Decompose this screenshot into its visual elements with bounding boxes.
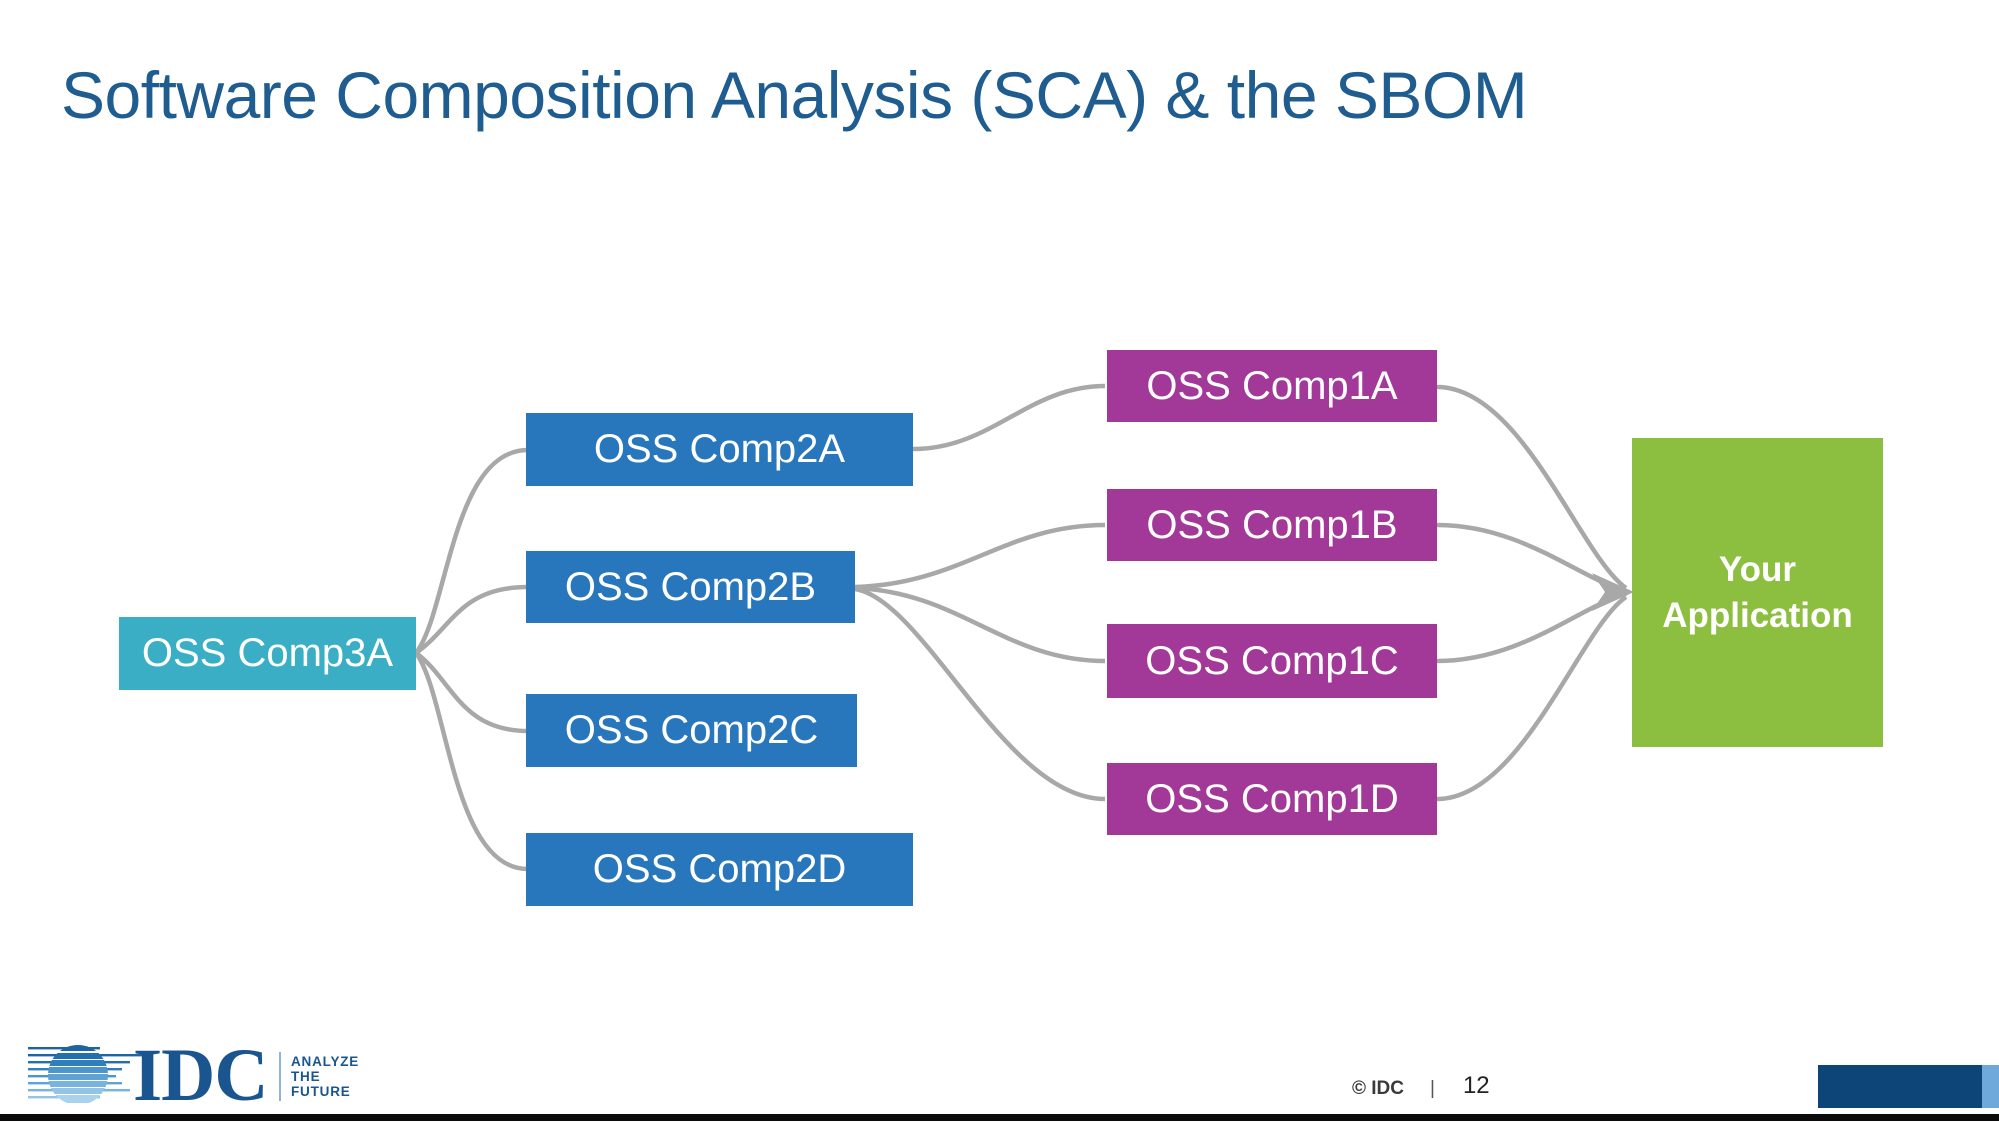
edge-comp3a-comp2d bbox=[414, 651, 529, 872]
idc-logo-text: IDC bbox=[133, 1034, 269, 1117]
node-oss-comp1c: OSS Comp1C bbox=[1107, 624, 1437, 698]
tagline-line: ANALYZE bbox=[291, 1054, 360, 1069]
node-oss-comp3a: OSS Comp3A bbox=[119, 617, 416, 690]
logo-divider bbox=[279, 1052, 281, 1101]
node-oss-comp2d: OSS Comp2D bbox=[526, 833, 913, 906]
app-label-line2: Application bbox=[1662, 595, 1853, 635]
node-oss-comp2c: OSS Comp2C bbox=[526, 694, 857, 767]
edge-comp2b-comp1c bbox=[854, 585, 1106, 664]
node-label: OSS Comp2B bbox=[564, 564, 817, 609]
idc-tagline: ANALYZE THE FUTURE bbox=[291, 1054, 359, 1099]
edge-comp1c-app bbox=[1436, 591, 1627, 664]
node-oss-comp1d: OSS Comp1D bbox=[1107, 763, 1437, 835]
edge-comp1d-app bbox=[1436, 595, 1628, 802]
tagline-line: THE bbox=[291, 1069, 321, 1084]
node-label: OSS Comp1B bbox=[1146, 502, 1398, 547]
node-oss-comp1a: OSS Comp1A bbox=[1107, 350, 1437, 422]
footer-navy-bar bbox=[1818, 1065, 1982, 1108]
edge-comp2b-comp1d bbox=[854, 586, 1106, 802]
page-number: 12 bbox=[1462, 1072, 1490, 1099]
copyright-text: © IDC bbox=[1352, 1078, 1404, 1099]
footer-accent-strip bbox=[1982, 1065, 1999, 1108]
idc-globe-icon bbox=[28, 1045, 143, 1103]
tagline-line: FUTURE bbox=[291, 1084, 351, 1099]
node-label: OSS Comp2A bbox=[593, 427, 846, 471]
node-label: OSS Comp3A bbox=[141, 631, 394, 675]
node-oss-comp2b: OSS Comp2B bbox=[526, 551, 855, 623]
node-oss-comp2a: OSS Comp2A bbox=[526, 413, 913, 486]
node-label: OSS Comp2C bbox=[564, 708, 819, 752]
arrow-head bbox=[1592, 573, 1634, 611]
node-label: OSS Comp2D bbox=[592, 847, 847, 891]
globe-stripes bbox=[48, 1045, 108, 1103]
node-label: OSS Comp1D bbox=[1145, 776, 1399, 821]
slide-title: Software Composition Analysis (SCA) & th… bbox=[61, 58, 1528, 132]
edge-comp1b-app bbox=[1436, 522, 1627, 594]
edge-comp3a-comp2a bbox=[414, 447, 529, 655]
node-label: OSS Comp1A bbox=[1146, 363, 1398, 408]
copyright-block: © IDC | 12 bbox=[1352, 1072, 1490, 1100]
app-label-line1: Your bbox=[1718, 550, 1797, 589]
node-your-application: Your Application bbox=[1632, 438, 1883, 747]
edge-comp2a-comp1a bbox=[912, 383, 1106, 452]
edge-comp3a-comp2b bbox=[414, 584, 529, 655]
slide-bottom-border bbox=[0, 1114, 1999, 1121]
copyright-separator: | bbox=[1430, 1078, 1435, 1099]
edge-comp2b-comp1b bbox=[854, 522, 1106, 590]
edge-comp1a-app bbox=[1436, 384, 1628, 590]
edge-comp3a-comp2c bbox=[414, 651, 529, 734]
node-label: OSS Comp1C bbox=[1145, 638, 1399, 683]
node-oss-comp1b: OSS Comp1B bbox=[1107, 489, 1437, 561]
